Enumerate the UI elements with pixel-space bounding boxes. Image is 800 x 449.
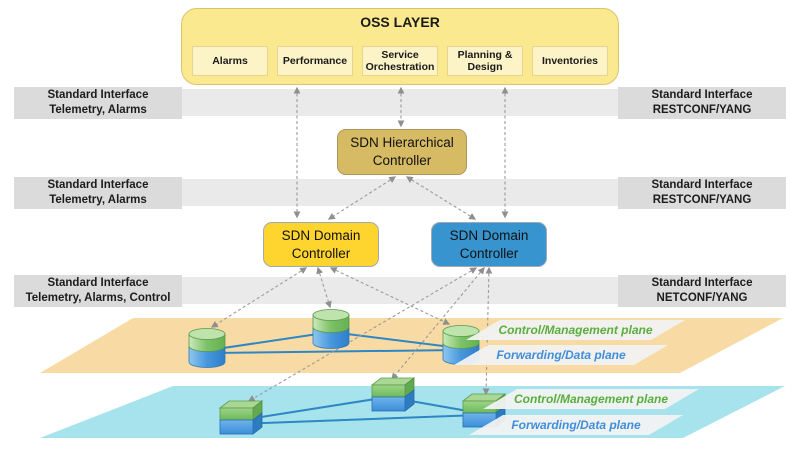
interface-band-2-right-label: Standard Interface RESTCONF/YANG	[618, 177, 786, 209]
controller-label-line: Controller	[291, 245, 351, 261]
sdn-domain-controller-right-box: SDN Domain Controller	[431, 222, 547, 267]
controller-label-line: SDN Hierarchical	[350, 135, 454, 151]
label-line: Standard Interface	[47, 89, 149, 102]
label-line: Telemetry, Alarms, Control	[25, 292, 171, 304]
upper-plane-forwarding-label: Forwarding/Data plane	[454, 345, 668, 365]
interface-band-3-left-label: Standard Interface Telemetry, Alarms, Co…	[14, 275, 182, 307]
router-cylinder-icon	[312, 309, 350, 349]
interface-band-1-left-label: Standard Interface Telemetry, Alarms	[14, 87, 182, 119]
switch-cube-icon	[371, 377, 415, 412]
forwarding-plane-label: Forwarding/Data plane	[511, 418, 641, 432]
sdn-hierarchical-controller-box: SDN Hierarchical Controller	[337, 129, 467, 175]
oss-module-performance: Performance	[277, 46, 353, 76]
controller-label-line: Controller	[372, 153, 432, 168]
upper-plane-control-label: Control/Management plane	[466, 320, 685, 340]
sdn-domain-controller-left-box: SDN Domain Controller	[263, 222, 379, 267]
oss-module-planning-design: Planning & Design	[447, 46, 523, 76]
oss-module-inventories: Inventories	[532, 46, 608, 76]
label-line: Standard Interface	[651, 179, 753, 192]
oss-layer-box: OSS LAYER Alarms Performance Service Orc…	[181, 8, 619, 85]
lower-plane-forwarding-label: Forwarding/Data plane	[469, 415, 683, 435]
label-line: Standard Interface	[47, 277, 149, 290]
interface-band-3-right-label: Standard Interface NETCONF/YANG	[618, 275, 786, 307]
switch-cube-icon	[219, 400, 263, 435]
oss-layer-title: OSS LAYER	[360, 14, 440, 30]
label-line: Standard Interface	[651, 89, 753, 102]
lower-plane-control-label: Control/Management plane	[483, 389, 699, 409]
oss-module-alarms: Alarms	[192, 46, 268, 76]
control-connector-lines	[210, 86, 509, 402]
label-line: RESTCONF/YANG	[652, 194, 752, 206]
label-line: Standard Interface	[47, 179, 149, 192]
interface-band-1-right-label: Standard Interface RESTCONF/YANG	[618, 87, 786, 119]
controller-label-line: SDN Domain	[449, 227, 529, 243]
interface-band-2-left-label: Standard Interface Telemetry, Alarms	[14, 177, 182, 209]
controller-label-line: Controller	[459, 245, 519, 261]
router-cylinder-icon	[188, 328, 226, 368]
label-line: Telemetry, Alarms	[49, 104, 147, 116]
controller-label-line: SDN Domain	[281, 227, 361, 243]
forwarding-plane-label: Forwarding/Data plane	[496, 348, 626, 362]
label-line: RESTCONF/YANG	[652, 104, 752, 116]
control-plane-label: Control/Management plane	[513, 392, 668, 406]
oss-module-row: Alarms Performance Service Orchestration…	[192, 46, 608, 76]
control-plane-label: Control/Management plane	[498, 323, 653, 337]
label-line: Standard Interface	[651, 277, 753, 290]
label-line: Telemetry, Alarms	[49, 194, 147, 206]
oss-module-service-orchestration: Service Orchestration	[362, 46, 438, 76]
label-line: NETCONF/YANG	[656, 292, 748, 304]
